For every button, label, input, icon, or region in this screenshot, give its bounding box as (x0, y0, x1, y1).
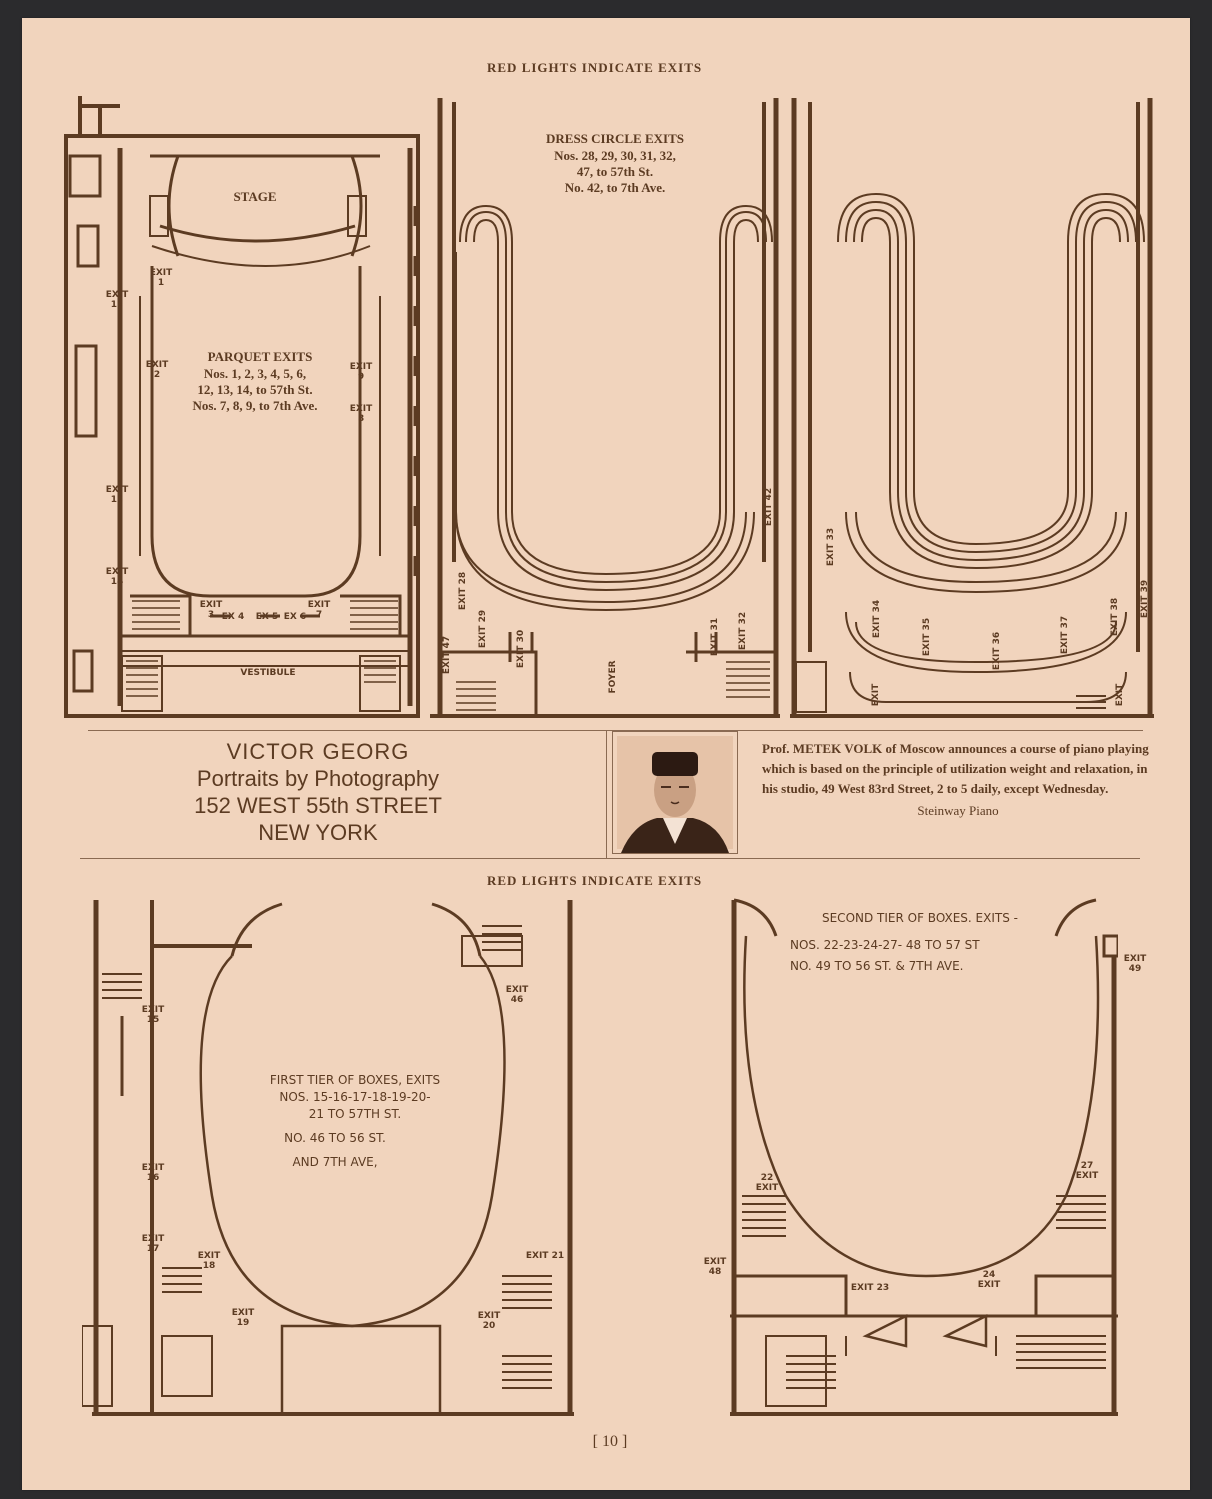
dress-exit-32: EXIT 32 (738, 611, 748, 651)
ad-band-top-rule (88, 730, 1143, 731)
second-tier-exit-49: EXIT 49 (1123, 954, 1147, 974)
parquet-exit-12: EXIT 12 (105, 290, 129, 310)
dress-exit-30: EXIT 30 (516, 629, 526, 669)
first-tier-line5: AND 7TH AVE, (292, 1155, 378, 1169)
ad-line3: NEW YORK (258, 820, 378, 845)
first-tier-exit-46: EXIT 46 (505, 985, 529, 1005)
dress-circle-title: DRESS CIRCLE EXITS (546, 131, 684, 146)
dress-exit-29: EXIT 29 (478, 609, 488, 649)
balcony-exit-39: EXIT 39 (1140, 579, 1150, 619)
second-tier-exit-24: 24 EXIT (977, 1270, 1001, 1290)
first-tier-exit-17: EXIT 17 (141, 1234, 165, 1254)
parquet-exit-4: EX 4 (221, 612, 245, 622)
top-caption: RED LIGHTS INDICATE EXITS (487, 60, 703, 75)
parquet-exits-line3: Nos. 7, 8, 9, to 7th Ave. (192, 398, 318, 413)
second-tier-line3: NO. 49 TO 56 ST. & 7TH AVE. (790, 959, 964, 973)
balcony-floor-plan (786, 92, 1158, 720)
first-tier-exit-20: EXIT 20 (477, 1311, 501, 1331)
ad-band-divider (606, 731, 607, 858)
dress-circle-line1: Nos. 28, 29, 30, 31, 32, (554, 148, 676, 163)
balcony-exit-35: EXIT 35 (922, 617, 932, 657)
second-tier-floor-plan (726, 896, 1118, 1418)
first-tier-floor-plan (82, 896, 578, 1418)
ad-name: VICTOR GEORG (226, 739, 410, 764)
balcony-exit-34: EXIT 34 (872, 599, 882, 639)
first-tier-line3: 21 TO 57TH ST. (308, 1107, 402, 1121)
balcony-exit-33: EXIT 33 (826, 527, 836, 567)
dress-exit-42: EXIT 42 (764, 487, 774, 527)
ad-line2: 152 WEST 55th STREET (194, 793, 442, 818)
balcony-exit-right: EXIT (1115, 683, 1125, 707)
parquet-exits-line1: Nos. 1, 2, 3, 4, 5, 6, (203, 366, 307, 381)
balcony-exit-38: EXIT 38 (1110, 597, 1120, 637)
parquet-exit-7: EXIT 7 (307, 600, 331, 620)
dress-exit-31: EXIT 31 (710, 617, 720, 657)
second-tier-exit-23: EXIT 23 (850, 1283, 890, 1293)
second-tier-exit-48: EXIT 48 (703, 1257, 727, 1277)
parquet-exit-8: EXIT 8 (349, 404, 373, 424)
first-tier-line1: FIRST TIER OF BOXES, EXITS (269, 1073, 441, 1087)
ad-band-bottom-rule (80, 858, 1140, 859)
parquet-exit-1: EXIT 1 (149, 268, 173, 288)
victor-georg-ad: VICTOR GEORG Portraits by Photography 15… (128, 738, 508, 846)
parquet-floor-plan (60, 96, 422, 720)
parquet-exit-9: EXIT 9 (349, 362, 373, 382)
parquet-exit-3: EXIT 3 (199, 600, 223, 620)
parquet-exit-2: EXIT 2 (145, 360, 169, 380)
page-number: [ 10 ] (592, 1433, 628, 1450)
first-tier-line2: NOS. 15-16-17-18-19-20- (279, 1090, 431, 1104)
dress-exit-28: EXIT 28 (458, 571, 468, 611)
balcony-exit-37: EXIT 37 (1060, 615, 1070, 655)
parquet-exit-6: EX 6 (283, 612, 307, 622)
bottom-caption: RED LIGHTS INDICATE EXITS (487, 873, 703, 888)
stage-label: STAGE (233, 189, 277, 204)
dress-circle-line3: No. 42, to 7th Ave. (564, 180, 666, 195)
balcony-exit-left: EXIT (871, 683, 881, 707)
ad-signature: Steinway Piano (917, 803, 999, 818)
dress-circle-floor-plan (426, 92, 784, 720)
balcony-exit-36: EXIT 36 (992, 631, 1002, 671)
first-tier-line4: NO. 46 TO 56 ST. (284, 1131, 386, 1145)
first-tier-exit-21: EXIT 21 (525, 1251, 565, 1261)
second-tier-line1: SECOND TIER OF BOXES. EXITS - (821, 911, 1018, 925)
first-tier-exit-18: EXIT 18 (197, 1251, 221, 1271)
dress-circle-line2: 47, to 57th St. (576, 164, 654, 179)
parquet-exits-line2: 12, 13, 14, to 57th St. (197, 382, 313, 397)
parquet-exit-13: EXIT 13 (105, 485, 129, 505)
vestibule-label: VESTIBULE (240, 668, 296, 678)
second-tier-exit-22: 22 EXIT (755, 1173, 779, 1193)
parquet-exits-title: PARQUET EXITS (207, 349, 313, 364)
dress-exit-47: EXIT 47 (442, 635, 452, 675)
parquet-exit-14: EXIT 14 (105, 567, 129, 587)
foyer-label: FOYER (608, 660, 618, 694)
first-tier-exit-15: EXIT 15 (141, 1005, 165, 1025)
first-tier-exit-16: EXIT 16 (141, 1163, 165, 1183)
portrait-photo (612, 731, 738, 854)
parquet-exit-5: EX 5 (255, 612, 279, 622)
first-tier-exit-19: EXIT 19 (231, 1308, 255, 1328)
second-tier-exit-27: 27 EXIT (1075, 1161, 1099, 1181)
metek-volk-ad: Prof. METEK VOLK of Moscow announces a c… (762, 739, 1154, 821)
ad-line1: Portraits by Photography (196, 766, 440, 791)
second-tier-line2: NOS. 22-23-24-27- 48 TO 57 ST (790, 938, 980, 952)
ad-text: Prof. METEK VOLK of Moscow announces a c… (762, 741, 1149, 796)
